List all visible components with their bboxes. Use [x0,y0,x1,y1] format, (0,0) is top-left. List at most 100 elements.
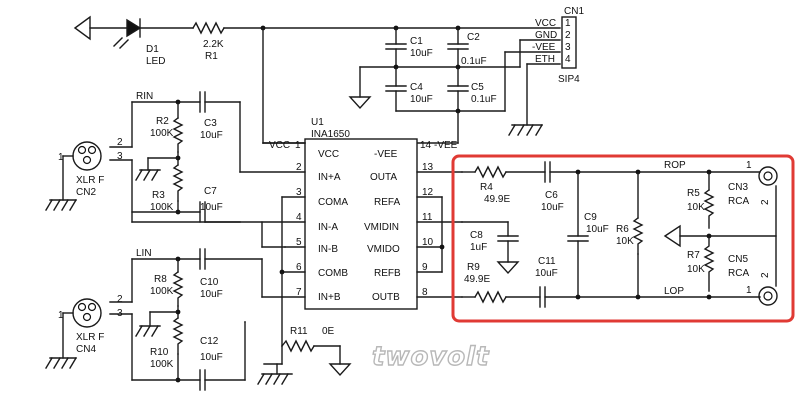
schematic-label: C10 [200,277,219,288]
junction-dot [706,294,712,300]
schematic-label: ROP [664,160,686,171]
c5-value: 0.1uF [471,94,497,105]
output-section: R4 49.9E C6 10uF ROP R9 49.9E C11 10uF L… [461,160,778,308]
schematic-label: 10K [687,264,705,275]
lin-label: LIN [136,248,152,259]
wire [265,373,273,385]
schematic-label: 2 [296,162,302,173]
schematic-label: R2 [156,116,169,127]
c2-label: C2 [467,32,480,43]
schematic-label: COMA [318,197,348,208]
c5-label: C5 [471,82,484,93]
schematic-label: 1 [565,18,571,29]
rin-label: RIN [136,91,153,102]
schematic-label: 2 [565,30,571,41]
schematic-label: VCC [269,140,290,151]
schematic-label: R10 [150,347,169,358]
schematic-label: 10uF [200,130,223,141]
schematic-label: 6 [296,262,302,273]
schematic-label: 1 [58,152,64,163]
resistor-r4-icon [474,165,507,179]
schematic-label: R8 [154,274,167,285]
schematic-label: 10K [616,236,634,247]
schematic-label: 100K [150,202,174,213]
schematic-label: 2 [760,199,771,205]
schematic-label: R5 [687,188,700,199]
d1-label: D1 [146,44,159,55]
schematic-label: R11 [290,326,308,337]
schematic-label: C12 [200,336,219,347]
wire [281,373,289,385]
cn1-vee-label: -VEE [532,42,556,53]
wire [82,155,92,165]
schematic-label: IN-B [318,244,338,255]
schematic-label: 100K [150,286,174,297]
wire [119,39,129,49]
wire [61,357,69,369]
schematic-label: -VEE [434,140,458,151]
schematic-label: 3 [117,308,123,319]
schematic-label: VMIDO [367,244,400,255]
c1-label: C1 [410,36,423,47]
schematic-label: COMB [318,268,348,279]
schematic-label: IN+B [318,292,341,303]
resistor-r1-icon [192,21,225,35]
schematic-label: 12 [422,187,434,198]
schematic-label: 3 [565,42,571,53]
schematic-label: R7 [687,250,700,261]
schematic-label: CN3 [728,182,748,193]
schematic-label: CN5 [728,254,748,265]
power-section: D1 LED 2.2K R1 C1 10uF C2 0.1uF C4 [73,6,584,144]
schematic-label: C9 [584,212,597,223]
cn1-eth-label: ETH [535,54,555,65]
schematic-label: C7 [204,186,217,197]
schematic-label: 1 [746,160,752,171]
schematic-label: C11 [538,256,556,267]
wire [77,302,87,312]
cn1-gnd-label: GND [535,30,557,41]
schematic-label: C8 [470,230,483,241]
resistor-r3-icon [172,164,184,202]
wire [82,312,92,322]
wire [257,373,265,385]
schematic-label: 2 [117,137,123,148]
schematic-label: CN4 [76,344,96,355]
schematic-label: XLR F [76,332,104,343]
schematic-label: 10uF [535,268,558,279]
wire [151,169,159,181]
ground-c8-icon [496,261,520,275]
u1-label: U1 [311,117,324,128]
schematic-label: 1 [746,285,752,296]
ground-icon [348,96,372,110]
wire [87,145,97,155]
cn1-connector [561,16,577,69]
schematic-label: 100K [150,359,174,370]
wire [53,357,61,369]
r11-section: R11 0E [257,271,352,385]
schematic-label: XLR F [76,175,104,186]
schematic-label: REFA [374,197,400,208]
schematic-label: 100K [150,128,174,139]
schematic-label: 1 [58,310,64,321]
wire [535,124,543,136]
schematic-label: VMIDIN [364,222,399,233]
resistor-r6-icon [632,217,644,255]
schematic-label: 1 [295,140,301,151]
wire [45,199,53,211]
resistor-r2-icon [172,117,184,153]
schematic-label: IN-A [318,222,338,233]
lin-input-section: LIN C10 10uF R8 100K R10 100K [45,221,286,391]
highlight-box [451,154,795,323]
schematic-label: REFB [374,268,401,279]
cn1-vcc-label: VCC [535,18,556,29]
schematic-label: 10 [422,237,434,248]
schematic-label: 10uF [200,289,223,300]
wire [508,124,516,136]
wire [273,373,281,385]
schematic-label: C3 [204,118,217,129]
ina1650-body [304,138,418,310]
ic-u1: U1 INA1650 VCC 1 2 3 4 5 6 7 VCC IN+A CO… [131,117,463,310]
ground-r11-icon [328,363,352,377]
c2-value: 0.1uF [461,56,487,67]
